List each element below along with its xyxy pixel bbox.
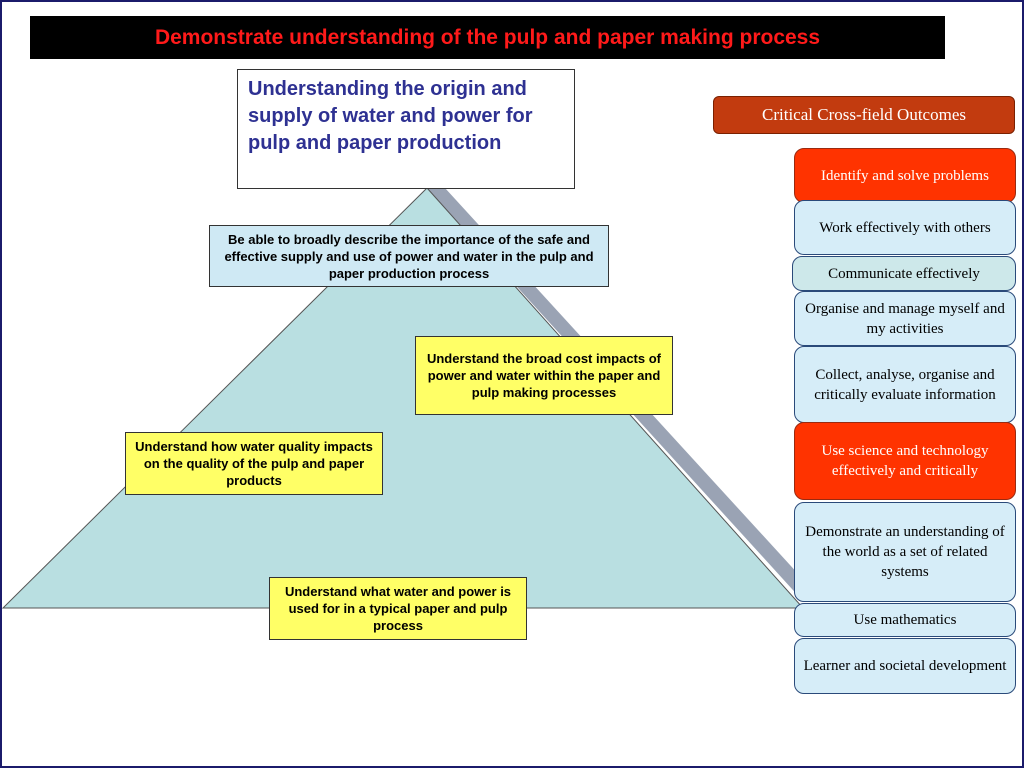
outcome-related-systems: Demonstrate an understanding of the worl…	[794, 502, 1016, 602]
pyramid-box-usage: Understand what water and power is used …	[269, 577, 527, 640]
pyramid-top-box: Understanding the origin and supply of w…	[237, 69, 575, 189]
title-bar: Demonstrate understanding of the pulp an…	[30, 16, 945, 59]
outcome-science-technology: Use science and technology effectively a…	[794, 422, 1016, 500]
outcome-organise-manage: Organise and manage myself and my activi…	[794, 291, 1016, 346]
pyramid-box-quality: Understand how water quality impacts on …	[125, 432, 383, 495]
outcome-work-effectively: Work effectively with others	[794, 200, 1016, 255]
outcome-mathematics: Use mathematics	[794, 603, 1016, 637]
slide-title: Demonstrate understanding of the pulp an…	[154, 25, 821, 49]
outcome-learner-societal: Learner and societal development	[794, 638, 1016, 694]
pyramid-box-describe: Be able to broadly describe the importan…	[209, 225, 609, 287]
pyramid-box-cost: Understand the broad cost impacts of pow…	[415, 336, 673, 415]
outcome-collect-analyse: Collect, analyse, organise and criticall…	[794, 346, 1016, 423]
outcomes-header: Critical Cross-field Outcomes	[713, 96, 1015, 134]
outcome-communicate: Communicate effectively	[792, 256, 1016, 291]
outcome-identify-solve: Identify and solve problems	[794, 148, 1016, 203]
